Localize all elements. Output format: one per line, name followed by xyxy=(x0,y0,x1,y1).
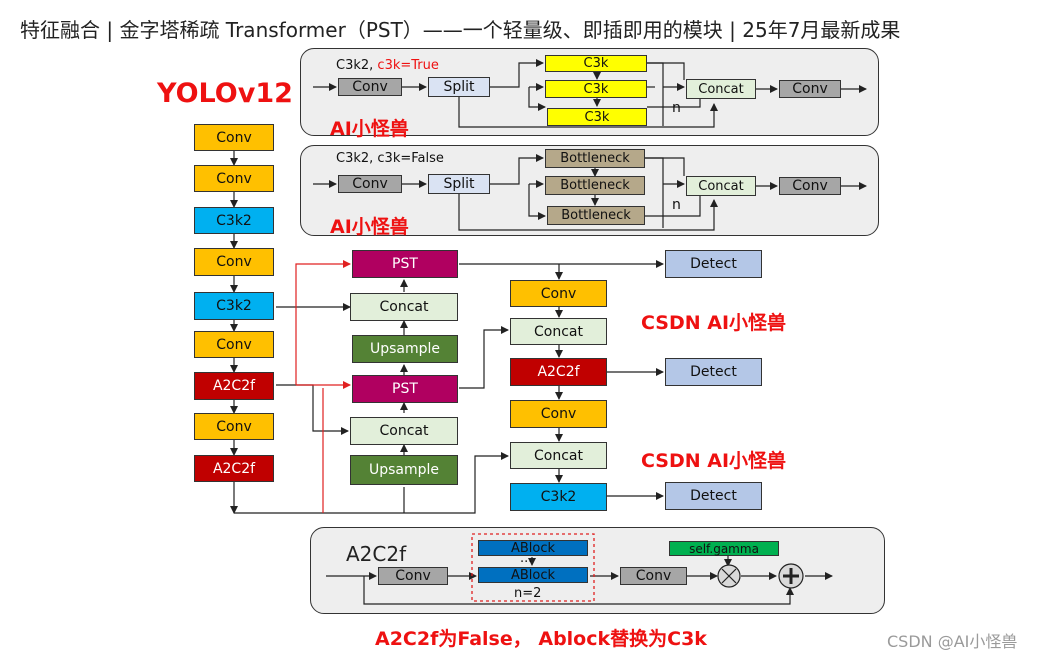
neck-pst-top: PST xyxy=(352,250,458,278)
detect-head-1: Detect xyxy=(665,250,762,278)
panel-false-conv-out: Conv xyxy=(779,177,841,195)
panel-false-label: C3k2, c3k=False xyxy=(336,151,444,166)
panel-true-conv-out: Conv xyxy=(779,80,841,98)
neck-conv-right-1: Conv xyxy=(510,280,607,307)
panel-false-concat: Concat xyxy=(686,176,756,196)
neck-conv-right-2: Conv xyxy=(510,400,607,428)
backbone-conv-3: Conv xyxy=(194,248,274,276)
neck-upsample-top: Upsample xyxy=(352,335,458,363)
panel-a2c2f-dots: ... xyxy=(520,551,533,566)
csdn-label-1: CSDN AI小怪兽 xyxy=(641,312,787,334)
neck-a2c2f-right: A2C2f xyxy=(510,358,607,386)
panel-true-label-prefix: C3k2, xyxy=(336,58,374,73)
panel-a2c2f-ablock-bottom: ABlock xyxy=(478,567,588,583)
panel-false-bottleneck-3: Bottleneck xyxy=(547,206,645,225)
panel-false-bottleneck-2: Bottleneck xyxy=(545,176,645,195)
csdn-label-2: CSDN AI小怪兽 xyxy=(641,450,787,472)
backbone-conv-4: Conv xyxy=(194,331,274,358)
panel-true-label-flag: c3k=True xyxy=(377,58,439,73)
csdn-watermark: CSDN @AI小怪兽 xyxy=(887,632,1018,651)
backbone-c3k2-1: C3k2 xyxy=(194,207,274,234)
neck-concat-mid: Concat xyxy=(350,417,458,445)
backbone-conv-5: Conv xyxy=(194,413,274,440)
panel-true-concat: Concat xyxy=(686,79,756,99)
panel-a2c2f-conv-in: Conv xyxy=(378,567,448,585)
backbone-conv-1: Conv xyxy=(194,124,274,151)
detect-head-2: Detect xyxy=(665,358,762,386)
backbone-conv-2: Conv xyxy=(194,165,274,192)
panel-false-split: Split xyxy=(428,174,490,194)
neck-pst-mid: PST xyxy=(352,375,458,403)
panel-true-watermark: AI小怪兽 xyxy=(330,118,409,140)
backbone-c3k2-2: C3k2 xyxy=(194,292,274,320)
neck-concat-top: Concat xyxy=(350,293,458,321)
panel-a2c2f-ablock-top: ABlock xyxy=(478,540,588,556)
panel-false-watermark: AI小怪兽 xyxy=(330,216,409,238)
panel-a2c2f-conv-out: Conv xyxy=(620,567,687,585)
panel-false-n: n xyxy=(672,197,681,213)
panel-true-label: C3k2, c3k=True xyxy=(336,58,439,73)
page-title: 特征融合 | 金字塔稀疏 Transformer（PST）——一个轻量级、即插即… xyxy=(20,18,901,42)
panel-true-split: Split xyxy=(428,77,490,97)
backbone-a2c2f-2: A2C2f xyxy=(194,455,274,482)
panel-true-n: n xyxy=(672,100,681,116)
panel-a2c2f-label: A2C2f xyxy=(346,542,407,566)
model-label: YOLOv12 xyxy=(157,78,293,109)
backbone-a2c2f-1: A2C2f xyxy=(194,372,274,400)
neck-concat-right-1: Concat xyxy=(510,318,607,345)
panel-a2c2f-gamma: self.gamma xyxy=(669,541,779,556)
neck-c3k2-right: C3k2 xyxy=(510,483,607,511)
add-icon xyxy=(779,564,803,588)
panel-true-c3k-3: C3k xyxy=(547,108,647,126)
multiply-icon xyxy=(718,565,740,587)
panel-a2c2f-n: n=2 xyxy=(514,586,542,601)
bottom-note: A2C2f为False， Ablock替换为C3k xyxy=(375,628,707,650)
panel-false-conv-in: Conv xyxy=(338,175,402,193)
neck-upsample-bottom: Upsample xyxy=(350,455,458,485)
panel-false-bottleneck-1: Bottleneck xyxy=(545,149,645,168)
panel-true-conv-in: Conv xyxy=(338,78,402,96)
panel-true-c3k-2: C3k xyxy=(545,80,647,98)
panel-true-c3k-1: C3k xyxy=(545,55,647,72)
detect-head-3: Detect xyxy=(665,482,762,510)
neck-concat-right-2: Concat xyxy=(510,442,607,469)
